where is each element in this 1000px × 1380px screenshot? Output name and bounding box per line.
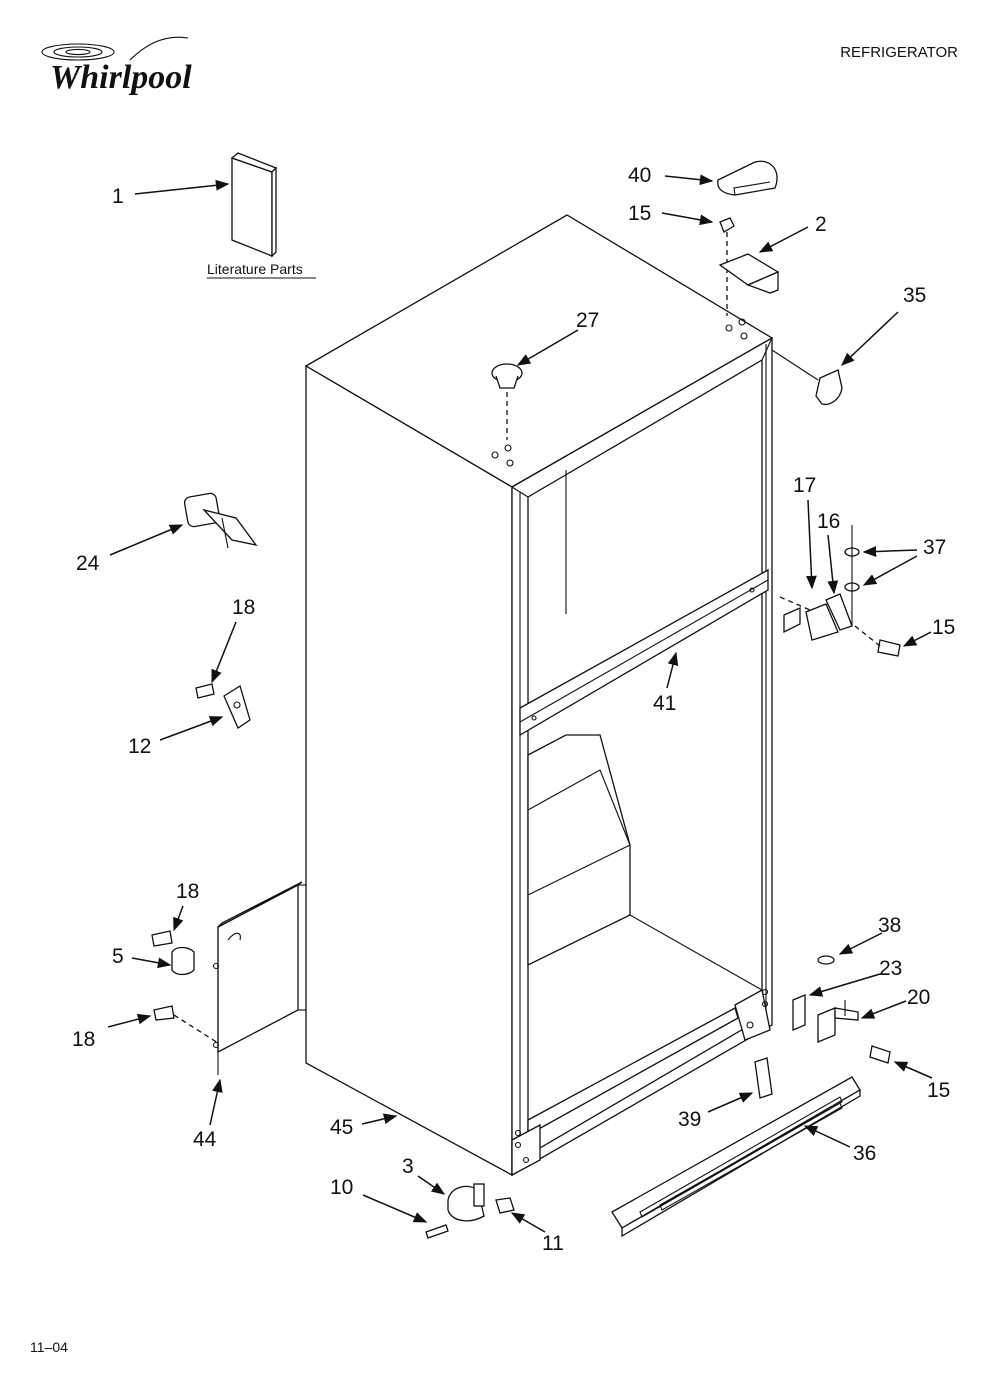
refrigerator-cabinet bbox=[298, 214, 774, 1177]
center-mullion bbox=[519, 568, 769, 737]
callout-16: 16 bbox=[817, 510, 840, 533]
callout-45: 45 bbox=[330, 1116, 353, 1139]
top-hinge-trim bbox=[771, 349, 843, 406]
brand-name: Whirlpool bbox=[50, 59, 192, 96]
literature-booklet bbox=[230, 152, 278, 258]
callout-38: 38 bbox=[878, 914, 901, 937]
callout-11: 11 bbox=[542, 1232, 564, 1255]
callout-40: 40 bbox=[628, 164, 651, 187]
bracket-lower bbox=[151, 930, 219, 1044]
rear-access-panel bbox=[212, 881, 303, 1075]
callout-24: 24 bbox=[76, 552, 100, 575]
lower-hinge-assembly bbox=[792, 955, 891, 1064]
literature-label: Literature Parts bbox=[207, 261, 303, 277]
footer-date: 11–04 bbox=[30, 1339, 68, 1355]
callout-41: 41 bbox=[653, 692, 676, 715]
callout-44: 44 bbox=[193, 1128, 217, 1151]
hole-plug bbox=[491, 363, 523, 440]
callout-39: 39 bbox=[678, 1108, 701, 1131]
callout-1: 1 bbox=[112, 185, 124, 208]
callout-5: 5 bbox=[112, 945, 124, 968]
hinge-cover-top bbox=[717, 160, 778, 196]
bracket-upper bbox=[195, 683, 251, 729]
callout-35: 35 bbox=[903, 284, 926, 307]
callout-36: 36 bbox=[853, 1142, 876, 1165]
leveler-roller bbox=[425, 1183, 515, 1239]
middle-hinge-assembly bbox=[779, 525, 901, 657]
callout-labels: 1 2 3 5 10 11 12 15 15 15 16 17 18 18 18… bbox=[72, 164, 955, 1255]
callout-2: 2 bbox=[815, 213, 827, 236]
callout-18-middle: 18 bbox=[176, 880, 199, 903]
callout-23: 23 bbox=[879, 957, 902, 980]
callout-18-upper: 18 bbox=[232, 596, 255, 619]
callout-18-lower: 18 bbox=[72, 1028, 95, 1051]
callout-15-bottom: 15 bbox=[927, 1079, 950, 1102]
callout-12: 12 bbox=[128, 735, 151, 758]
callout-10: 10 bbox=[330, 1176, 353, 1199]
grille-clip bbox=[754, 1057, 773, 1099]
leader-arrows bbox=[107, 174, 933, 1233]
callout-17: 17 bbox=[793, 474, 816, 497]
logo-swirl-icon bbox=[41, 43, 115, 61]
callout-37: 37 bbox=[923, 536, 946, 559]
top-hinge bbox=[718, 217, 780, 316]
callout-15-middle: 15 bbox=[932, 616, 955, 639]
whirlpool-logo: Whirlpool bbox=[41, 36, 192, 96]
callout-20: 20 bbox=[907, 986, 930, 1009]
door-stop-bolt bbox=[183, 492, 258, 549]
section-title: REFRIGERATOR bbox=[840, 44, 958, 61]
base-grille bbox=[611, 1076, 861, 1238]
callout-27: 27 bbox=[576, 309, 599, 332]
callout-15-top: 15 bbox=[628, 202, 651, 225]
callout-3: 3 bbox=[402, 1155, 414, 1178]
